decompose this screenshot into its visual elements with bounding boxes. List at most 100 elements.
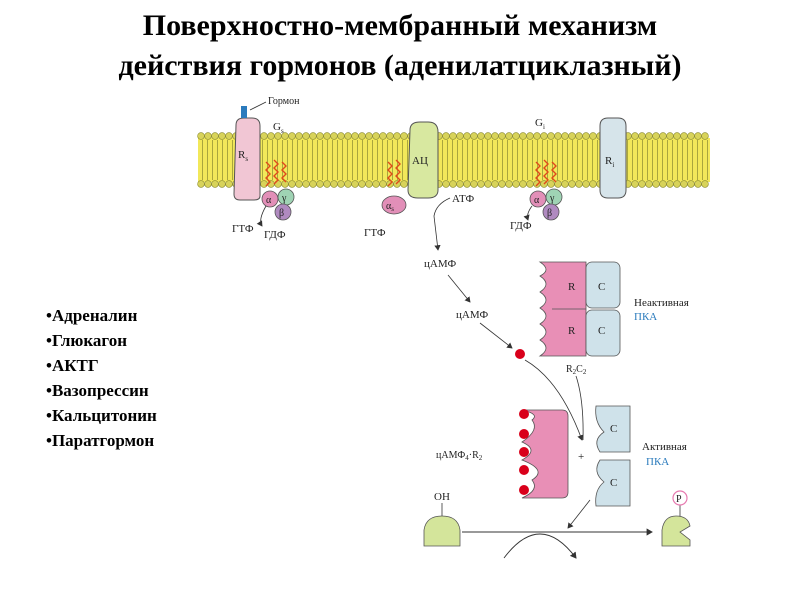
lipid-head xyxy=(477,132,485,140)
lipid-head xyxy=(645,180,653,188)
svg-text:αs: αs xyxy=(386,201,394,213)
receptor-rs: Rs xyxy=(233,117,261,201)
lipid-head xyxy=(547,180,555,188)
lipid-head xyxy=(358,132,366,140)
lipid-head xyxy=(309,180,317,188)
active-c-subunits: C C xyxy=(595,405,631,507)
lipid-head xyxy=(652,132,660,140)
lipid-head xyxy=(442,180,450,188)
lipid-head xyxy=(519,180,527,188)
lipid-head xyxy=(505,132,513,140)
lipid-head xyxy=(533,132,541,140)
lipid-head xyxy=(498,132,506,140)
lipid-head xyxy=(512,180,520,188)
lipid-head xyxy=(400,132,408,140)
lipid-head xyxy=(491,180,499,188)
lipid-head xyxy=(484,180,492,188)
lipid-head xyxy=(526,180,534,188)
lipid-head xyxy=(659,132,667,140)
lipid-head xyxy=(260,132,268,140)
lipid-head xyxy=(309,132,317,140)
lipid-head xyxy=(645,132,653,140)
lipid-head xyxy=(589,132,597,140)
plus-sign: + xyxy=(578,451,584,463)
lipid-head xyxy=(302,132,310,140)
lipid-head xyxy=(351,180,359,188)
lipid-head xyxy=(673,180,681,188)
hormone-item: АКТГ xyxy=(46,353,157,378)
lipid-head xyxy=(337,180,345,188)
lipid-head xyxy=(582,180,590,188)
lipid-head xyxy=(680,132,688,140)
lipid-head xyxy=(197,180,205,188)
lipid-head xyxy=(463,132,471,140)
lipid-head xyxy=(267,132,275,140)
lipid-head xyxy=(225,180,233,188)
lipid-head xyxy=(211,132,219,140)
lipid-head xyxy=(344,180,352,188)
lipid-head xyxy=(470,180,478,188)
hormone-marker xyxy=(241,101,267,118)
gdp-left-label: ГДФ xyxy=(264,229,286,241)
lipid-head xyxy=(330,180,338,188)
substrate xyxy=(423,515,461,547)
g-protein-right: α γ β xyxy=(529,188,563,221)
hormone-item: Паратгормон xyxy=(46,428,157,453)
lipid-head xyxy=(218,132,226,140)
lipid-head xyxy=(449,132,457,140)
lipid-head xyxy=(568,132,576,140)
lipid-head xyxy=(393,132,401,140)
lipid-head xyxy=(666,132,674,140)
title-line-2: действия гормонов (аденилатциклазный) xyxy=(118,49,682,82)
inactive-label: Неактивная xyxy=(634,297,689,309)
camp-label-2: цАМФ xyxy=(456,309,488,321)
lipid-head xyxy=(638,132,646,140)
beta-subunit: β xyxy=(279,208,284,219)
lipid-head xyxy=(477,180,485,188)
lipid-head xyxy=(540,132,548,140)
inactive-pka-label: ПКА xyxy=(634,311,657,323)
lipid-head xyxy=(456,180,464,188)
gamma-subunit: γ xyxy=(281,193,287,204)
hormone-item: Глюкагон xyxy=(46,328,157,353)
camp-label-1: цАМФ xyxy=(424,258,456,270)
lipid-head xyxy=(631,132,639,140)
lipid-head xyxy=(449,180,457,188)
lipid-head xyxy=(659,180,667,188)
lipid-head xyxy=(484,132,492,140)
gtp-left-label: ГТФ xyxy=(232,223,254,235)
lipid-head xyxy=(498,180,506,188)
lipid-head xyxy=(519,132,527,140)
gs-label: Gs xyxy=(273,121,284,135)
lipid-head xyxy=(456,132,464,140)
oh-label: OH xyxy=(434,491,450,503)
lipid-head xyxy=(365,132,373,140)
camp-r2-label: цАМФ4·R2 xyxy=(436,450,483,462)
lipid-head xyxy=(316,180,324,188)
hormone-label: Гормон xyxy=(268,96,300,107)
lipid-head xyxy=(295,180,303,188)
lipid-head xyxy=(204,180,212,188)
lipid-head xyxy=(547,132,555,140)
atp-label: АТФ xyxy=(452,193,474,205)
c-subunit: C xyxy=(598,325,605,337)
lipid-head xyxy=(673,132,681,140)
anchor-zigzag-left xyxy=(265,159,287,187)
lipid-head xyxy=(197,132,205,140)
lipid-head xyxy=(358,180,366,188)
camp-r2-complex xyxy=(519,409,569,499)
lipid-head xyxy=(694,180,702,188)
hormone-list: Адреналин Глюкагон АКТГ Вазопрессин Каль… xyxy=(46,303,157,453)
lipid-head xyxy=(204,132,212,140)
r-subunit: R xyxy=(568,325,576,337)
active-label: Активная xyxy=(642,441,687,453)
lipid-head xyxy=(491,132,499,140)
lipid-head xyxy=(225,132,233,140)
lipid-head xyxy=(575,180,583,188)
lipid-head xyxy=(330,132,338,140)
lipid-head xyxy=(589,180,597,188)
gtp-mid-label: ГТФ xyxy=(364,227,386,239)
c-subunit: C xyxy=(598,281,605,293)
lipid-head xyxy=(631,180,639,188)
lipid-head xyxy=(351,132,359,140)
